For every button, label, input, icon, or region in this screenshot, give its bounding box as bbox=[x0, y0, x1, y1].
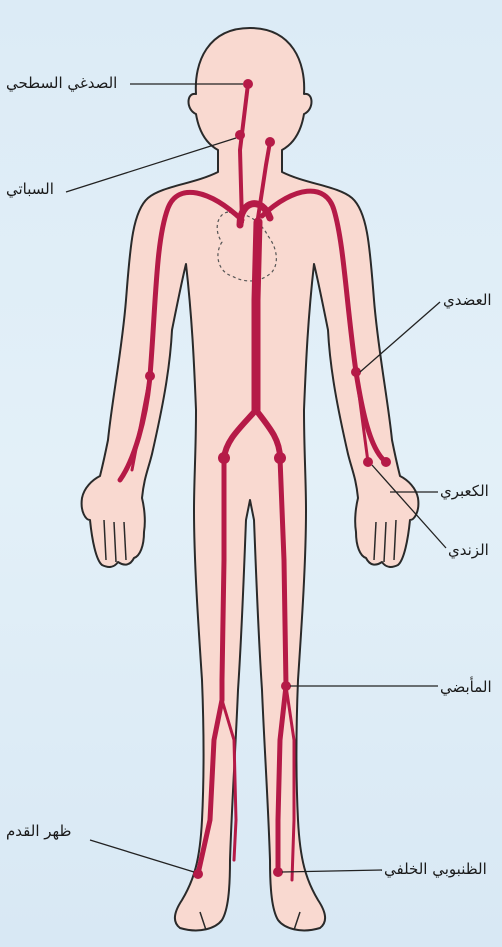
pulse-point-popliteal bbox=[281, 681, 291, 691]
pulse-point-superficial-temporal bbox=[243, 79, 253, 89]
leader-dorsalis-pedis bbox=[90, 840, 194, 872]
label-carotid: السباتي bbox=[6, 180, 54, 198]
aorta bbox=[256, 222, 258, 410]
pulse-point-brachial-left bbox=[145, 371, 155, 381]
label-dorsalis-pedis: ظهر القدم bbox=[6, 822, 71, 840]
label-ulnar: الزندي bbox=[448, 541, 489, 559]
pulse-point-femoral-left bbox=[218, 452, 230, 464]
label-popliteal: المأبضي bbox=[440, 678, 492, 696]
label-posterior-tibial: الظنبوبي الخلفي bbox=[384, 860, 487, 878]
label-brachial: العضدي bbox=[443, 291, 492, 309]
body-outline bbox=[82, 28, 419, 930]
pulse-point-dorsalis-pedis bbox=[193, 869, 203, 879]
pulse-point-carotid-right bbox=[265, 137, 275, 147]
pulse-point-ulnar bbox=[363, 457, 373, 467]
finger-lines bbox=[104, 520, 396, 930]
pulse-point-posterior-tibial bbox=[273, 867, 283, 877]
label-superficial-temporal: الصدغي السطحي bbox=[6, 74, 117, 92]
label-radial: الكعبري bbox=[440, 482, 489, 500]
pulse-point-carotid-left bbox=[235, 130, 245, 140]
pulse-point-femoral-right bbox=[274, 452, 286, 464]
pulse-point-brachial bbox=[351, 367, 361, 377]
pulse-point-radial bbox=[381, 457, 391, 467]
